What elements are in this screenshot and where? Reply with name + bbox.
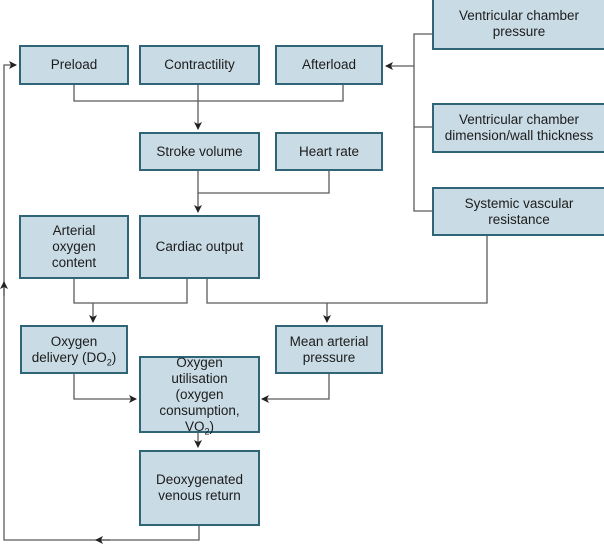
node-label: Preload bbox=[50, 57, 98, 72]
node-preload: Preload bbox=[19, 45, 129, 85]
node-label: Deoxygenated venous return bbox=[155, 472, 244, 503]
node-label: Oxygen delivery (DO2) bbox=[31, 333, 117, 368]
node-label: Systemic vascular resistance bbox=[464, 195, 574, 227]
node-label: Oxygen utilisation (oxygen consumption, … bbox=[145, 354, 254, 437]
node-label: Ventricular chamber dimension/wall thick… bbox=[444, 112, 594, 143]
edge-right-bus bbox=[413, 33, 432, 212]
edge-venous-return-loop bbox=[3, 61, 200, 541]
node-deoxygenated-venous-return: Deoxygenated venous return bbox=[139, 450, 260, 526]
label-text-end: ) bbox=[111, 349, 117, 365]
edge-preload-to-bus bbox=[73, 84, 344, 102]
node-label: Contractility bbox=[164, 57, 235, 72]
node-label: Ventricular chamber pressure bbox=[458, 8, 580, 39]
label-subscript: 2 bbox=[106, 357, 112, 368]
edge-do2-to-utilisation bbox=[73, 373, 137, 403]
edge-heart-rate-to-bus bbox=[197, 170, 330, 194]
node-label: Heart rate bbox=[298, 143, 360, 159]
label-text-end: ) bbox=[209, 418, 215, 434]
label-text: Oxygen utilisation (oxygen consumption, … bbox=[159, 354, 240, 434]
label-text: Oxygen delivery (DO bbox=[31, 333, 107, 365]
node-arterial-oxygen-content: Arterial oxygen content bbox=[19, 215, 129, 279]
node-systemic-vascular-resistance: Systemic vascular resistance bbox=[432, 187, 604, 236]
label-subscript: 2 bbox=[204, 426, 210, 437]
node-stroke-volume: Stroke volume bbox=[139, 132, 260, 171]
node-label: Mean arterial pressure bbox=[289, 333, 369, 365]
node-label: Arterial oxygen content bbox=[51, 223, 97, 270]
node-cardiac-output: Cardiac output bbox=[139, 215, 260, 279]
edge-arterial-cardiac-bus bbox=[73, 278, 188, 304]
node-ventricular-chamber-pressure: Ventricular chamber pressure bbox=[432, 0, 604, 50]
node-ventricular-chamber-dimension: Ventricular chamber dimension/wall thick… bbox=[432, 103, 604, 153]
node-label: Afterload bbox=[301, 57, 357, 72]
node-mean-arterial-pressure: Mean arterial pressure bbox=[275, 325, 383, 374]
node-afterload: Afterload bbox=[275, 45, 383, 85]
node-oxygen-utilisation: Oxygen utilisation (oxygen consumption, … bbox=[139, 354, 260, 437]
node-label: Cardiac output bbox=[155, 239, 244, 254]
node-heart-rate: Heart rate bbox=[275, 132, 383, 171]
edge-map-to-utilisation bbox=[261, 373, 330, 403]
node-contractility: Contractility bbox=[139, 45, 260, 85]
node-label: Stroke volume bbox=[156, 143, 243, 159]
edge-cardiac-svr-bus bbox=[206, 235, 488, 304]
node-oxygen-delivery: Oxygen delivery (DO2) bbox=[20, 325, 128, 374]
